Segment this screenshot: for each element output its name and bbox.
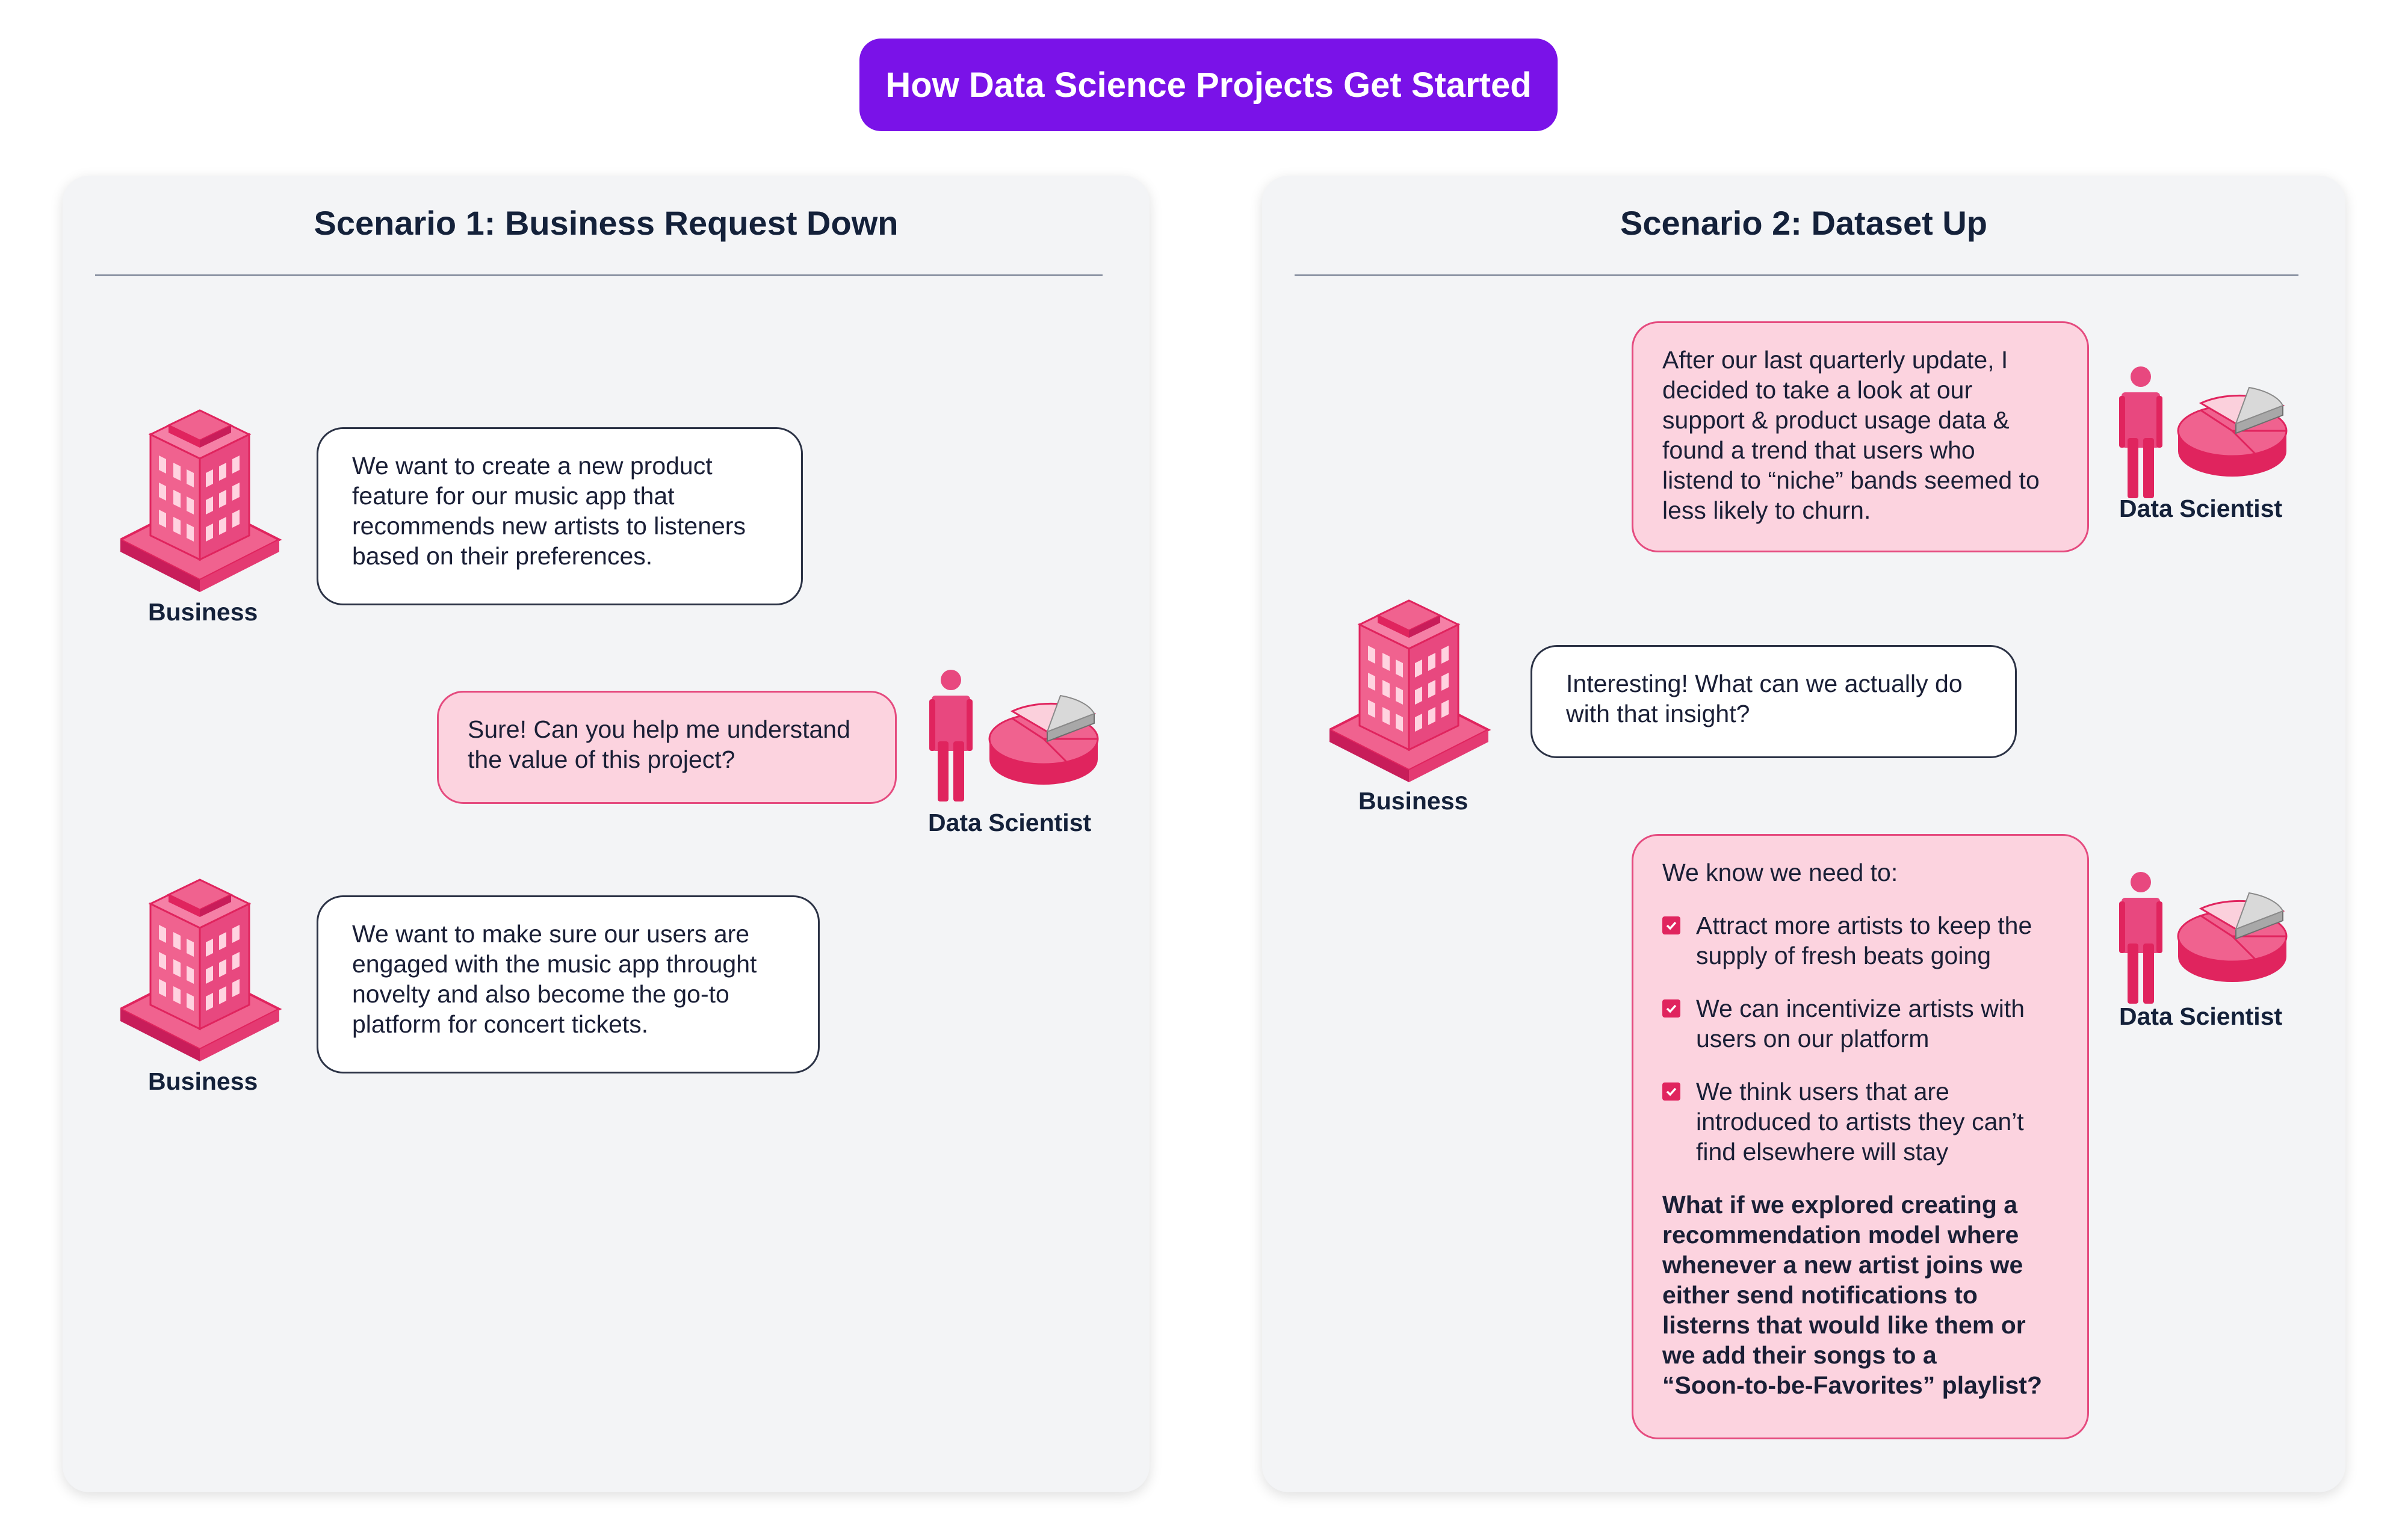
pie-chart-icon [2177, 386, 2288, 478]
pie-chart-icon [2177, 892, 2288, 983]
proposal-question: What if we explored creating a recommend… [1662, 1191, 2042, 1399]
data-scientist-label: Data Scientist [928, 809, 1092, 836]
checkbox-checked-icon [1662, 1082, 1680, 1101]
business-label: Business [148, 1067, 258, 1095]
business-label: Business [148, 598, 258, 626]
business-label: Business [1358, 787, 1469, 815]
checkbox-checked-icon [1662, 916, 1680, 934]
checklist-item-text: We think users that are introduced to ar… [1696, 1078, 2024, 1166]
scenario-1-panel: Scenario 1: Business Request Down Busine… [63, 176, 1150, 1492]
business-message-2: We want to make sure our users are engag… [317, 895, 820, 1073]
scenario-2-title: Scenario 2: Dataset Up [1620, 204, 1987, 242]
pie-chart-icon [988, 694, 1099, 786]
checklist-item: We can incentivize artists with users on… [1662, 993, 2025, 1054]
person-icon [2119, 366, 2162, 498]
scenario-2-panel: Scenario 2: Dataset Up After our last qu… [1262, 176, 2345, 1492]
checkbox-checked-icon [1662, 999, 1680, 1018]
business-message-1: We want to create a new product feature … [317, 427, 803, 605]
checklist-item: We think users that are introduced to ar… [1662, 1076, 2024, 1167]
person-icon [929, 670, 973, 801]
scenario-1-divider [95, 274, 1103, 276]
checklist-item-text: We can incentivize artists with users on… [1696, 995, 2025, 1052]
checklist-item-text: Attract more artists to keep the supply … [1696, 912, 2032, 969]
scenario-1-title: Scenario 1: Business Request Down [314, 204, 899, 242]
page-title: How Data Science Projects Get Started [859, 39, 1558, 131]
data-scientist-label: Data Scientist [2119, 495, 2283, 522]
data-scientist-message-2: After our last quarterly update, I decid… [1632, 321, 2089, 552]
building-icon [120, 409, 280, 593]
person-icon [2119, 872, 2162, 1004]
business-message-3: Interesting! What can we actually do wit… [1531, 645, 2017, 758]
building-icon [1329, 599, 1490, 783]
checklist-item: Attract more artists to keep the supply … [1662, 910, 2032, 971]
data-scientist-message-3: We know we need to: Attract more artists… [1632, 834, 2089, 1439]
data-scientist-message-1: Sure! Can you help me understand the val… [437, 691, 897, 804]
scenario-2-divider [1295, 274, 2298, 276]
data-scientist-label: Data Scientist [2119, 1002, 2283, 1030]
message-intro: We know we need to: [1662, 859, 1898, 886]
building-icon [120, 879, 280, 1063]
